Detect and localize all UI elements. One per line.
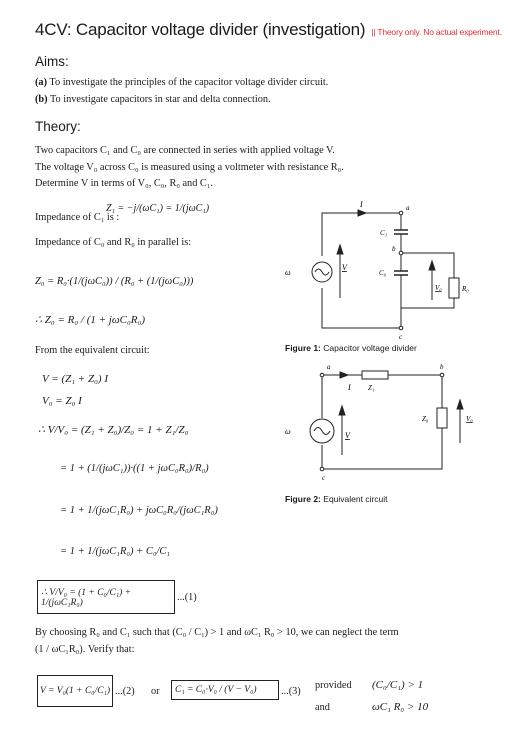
- derivation-line: = 1 + 1/(jωC₁R₀) + C₀/C₁: [60, 546, 171, 557]
- derivation-line: V = (Z₁ + Z₀) I: [42, 373, 108, 385]
- provided-text: provided: [315, 680, 352, 691]
- theory-line: The voltage V₀ across C₀ is measured usi…: [35, 161, 344, 173]
- equation-3-tag: ...(3): [281, 686, 301, 697]
- fig1-r0-resistor: [448, 277, 460, 299]
- equation-1-tag: ...(1): [177, 592, 197, 603]
- fig2-omega-label: ω: [285, 427, 291, 436]
- aim-text: To investigate capacitors in star and de…: [49, 93, 271, 105]
- figure-1-circuit: a b c I ω V C₁ C₀ V₀ R₀: [285, 200, 469, 341]
- theory-paragraph: Two capacitors C₁ and C₀ are connected i…: [35, 143, 475, 193]
- fig1-c1-label: C₁: [380, 229, 387, 237]
- condition-2: ωC₁ R₀ > 10: [372, 701, 429, 713]
- equation-3: C₁ = C₀·V₀ / (V − V₀): [175, 685, 257, 695]
- fig2-current-label: I: [347, 383, 351, 392]
- fig1-wire-top: [321, 212, 401, 256]
- fig2-node-a: a: [327, 363, 331, 371]
- equation-2: V = V₀(1 + C₀/C₁): [40, 686, 111, 696]
- aim-text: To investigate the principles of the cap…: [49, 77, 329, 88]
- fig2-z0-label: Z₀: [422, 415, 429, 423]
- fig2-z0-box: [436, 407, 448, 429]
- derivation-line: = 1 + (1/(jωC₁))·((1 + jωC₀R₀)/R₀): [60, 463, 209, 474]
- page-title: 4CV: Capacitor voltage divider (investig…: [35, 20, 502, 40]
- fig2-v-label: V: [345, 431, 351, 440]
- theory-line: Determine V in terms of V₀, C₀, R₀ and C…: [35, 178, 213, 189]
- equation-1: ∴ V/V₀ = (1 + C₀/C₁) + 1/(jωC₁R₀): [41, 587, 132, 608]
- aim-tag: (b): [35, 93, 48, 105]
- and-text: and: [315, 702, 330, 713]
- neglect-paragraph: By choosing R₀ and C₁ such that (C₀ / C₁…: [35, 625, 495, 658]
- figure-1-caption-text: Capacitor voltage divider: [323, 343, 417, 353]
- fig1-omega-label: ω: [285, 268, 291, 277]
- aim-item: (b) To investigate capacitors in star an…: [35, 92, 328, 109]
- impedance-c1-formula: Z₁ = −j/(ωC₁) = 1/(jωC₁): [106, 203, 210, 214]
- fig1-v-label: V: [342, 263, 348, 272]
- equation-1-box: ∴ V/V₀ = (1 + C₀/C₁) + 1/(jωC₁R₀): [37, 580, 175, 614]
- theory-heading: Theory:: [35, 119, 81, 134]
- theory-line: Two capacitors C₁ and C₀ are connected i…: [35, 145, 335, 156]
- fig2-sine-icon: [313, 427, 331, 435]
- figure-1-label: Figure 1:: [285, 343, 321, 353]
- or-text: or: [151, 686, 160, 697]
- aims-list: (a) To investigate the principles of the…: [35, 75, 328, 108]
- neglect-line: (1 / ωC₁R₀). Verify that:: [35, 643, 135, 655]
- equivalent-circuit-label: From the equivalent circuit:: [35, 345, 150, 356]
- aims-heading: Aims:: [35, 54, 69, 69]
- fig1-c0-label: C₀: [379, 269, 387, 277]
- fig1-node-a: a: [406, 204, 410, 212]
- fig1-current-label: I: [359, 200, 363, 209]
- figure-2-caption: Figure 2: Equivalent circuit: [285, 494, 388, 504]
- derivation-line: = 1 + 1/(jωC₁R₀) + jωC₀R₀/(jωC₁R₀): [60, 505, 218, 516]
- fig1-node-b: b: [392, 245, 396, 253]
- z0-simplified: ∴ Z₀ = R₀ / (1 + jωC₀R₀): [35, 314, 145, 326]
- derivation-line: ∴ V/V₀ = (Z₁ + Z₀)/Z₀ = 1 + Z₁/Z₀: [38, 424, 189, 436]
- equation-2-box: V = V₀(1 + C₀/C₁): [37, 675, 113, 707]
- derivation-line: V₀ = Z₀ I: [42, 395, 82, 407]
- z0-formula: Z₀ = R₀·(1/(jωC₀)) / (R₀ + (1/(jωC₀))): [35, 276, 194, 287]
- fig1-ac-source: [311, 261, 333, 283]
- neglect-line: By choosing R₀ and C₁ such that (C₀ / C₁…: [35, 627, 399, 638]
- fig2-node-c: c: [322, 474, 326, 482]
- title-text: 4CV: Capacitor voltage divider (investig…: [35, 20, 366, 39]
- fig1-v0-label: V₀: [435, 284, 442, 292]
- aim-item: (a) To investigate the principles of the…: [35, 75, 328, 92]
- equation-3-box: C₁ = C₀·V₀ / (V − V₀): [171, 680, 279, 700]
- fig1-sine-icon: [314, 268, 330, 276]
- impedance-c1-label: Impedance of C₁ is :: [35, 212, 120, 223]
- fig2-v0-label: V₀: [466, 415, 473, 423]
- fig1-r0-label: R₀: [461, 285, 469, 293]
- impedance-parallel-label: Impedance of C₀ and R₀ in parallel is:: [35, 237, 192, 248]
- fig2-ac-source: [309, 418, 335, 444]
- fig2-node-b: b: [440, 363, 444, 371]
- fig1-node-c: c: [399, 333, 403, 341]
- figure-2-caption-text: Equivalent circuit: [323, 494, 388, 504]
- fig2-z1-box: [361, 370, 389, 380]
- aim-tag: (a): [35, 77, 48, 88]
- figure-2-circuit: a b c I ω V Z₁ Z₀ V₀: [285, 363, 473, 482]
- condition-1: (C₀/C₁) > 1: [372, 679, 424, 691]
- equation-2-tag: ...(2): [115, 686, 135, 697]
- figure-1-caption: Figure 1: Capacitor voltage divider: [285, 343, 417, 353]
- fig1-wire-bottom: [321, 288, 401, 329]
- fig2-z1-label: Z₁: [368, 384, 374, 392]
- figure-2-label: Figure 2:: [285, 494, 321, 504]
- title-note: || Theory only. No actual experiment.: [371, 27, 502, 37]
